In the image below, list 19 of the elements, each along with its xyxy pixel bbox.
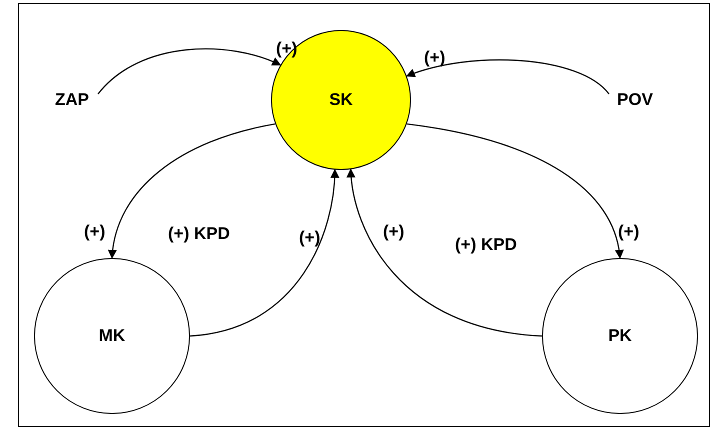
annotation-label: (+) KPD (455, 236, 517, 253)
curved-arrow (406, 123, 624, 259)
node-label: PK (608, 326, 632, 346)
edge-label: (+) (424, 49, 446, 66)
edge-label: (+) (383, 223, 404, 240)
source-label: POV (611, 90, 659, 110)
curved-arrow (190, 168, 340, 337)
node-label: SK (329, 90, 353, 110)
curved-arrow (346, 168, 542, 337)
curved-arrow (98, 48, 282, 94)
annotation-label: (+) KPD (168, 225, 230, 242)
source-label: ZAP (48, 90, 96, 110)
curved-arrow (406, 59, 610, 94)
edge-label: (+) (299, 229, 320, 246)
edge-label: (+) (84, 223, 106, 240)
curved-arrow (108, 123, 276, 259)
node-label: MK (98, 326, 126, 346)
edge-label: (+) (276, 40, 298, 57)
edge-label: (+) (618, 223, 640, 240)
